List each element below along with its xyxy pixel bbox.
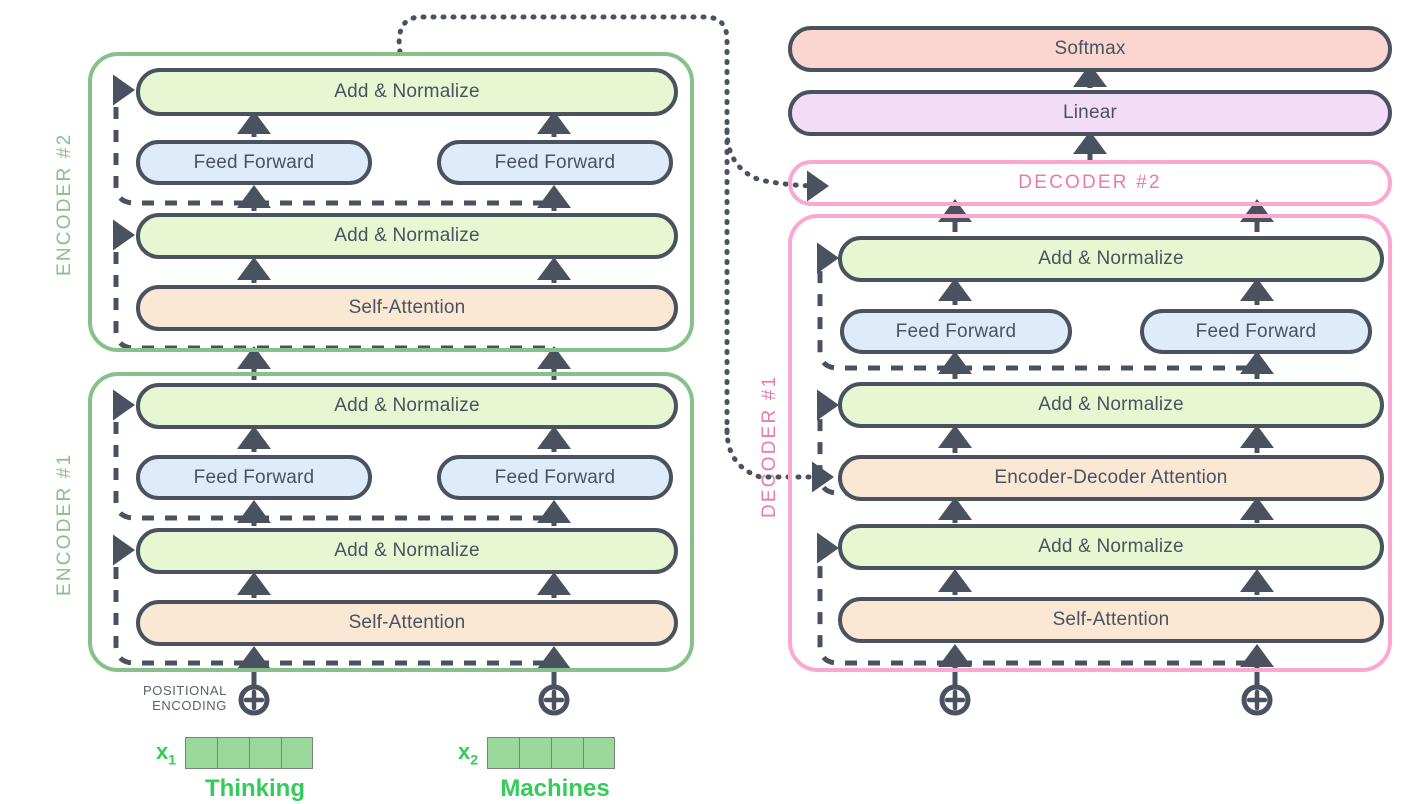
decoder-2-label: DECODER #2	[1018, 172, 1162, 193]
encoder1-feed-forward-left[interactable]: Feed Forward	[136, 455, 372, 500]
encoder-1-frame	[88, 372, 694, 672]
decoder1-add-normalize-mid[interactable]: Add & Normalize	[838, 382, 1384, 428]
encoder2-self-attention[interactable]: Self-Attention	[136, 285, 678, 331]
encoder2-add-normalize-bottom[interactable]: Add & Normalize	[136, 213, 678, 259]
embedding-cell	[519, 737, 552, 769]
encoder1-add-normalize-top[interactable]: Add & Normalize	[136, 383, 678, 429]
decoder1-self-attention[interactable]: Self-Attention	[838, 597, 1384, 643]
encoder2-feed-forward-right[interactable]: Feed Forward	[437, 140, 673, 185]
embedding-cell	[249, 737, 282, 769]
embedding-cell	[551, 737, 584, 769]
embedding-label-x1: x1	[156, 738, 177, 768]
decoder1-add-normalize-bottom[interactable]: Add & Normalize	[838, 524, 1384, 570]
encoder2-add-normalize-top[interactable]: Add & Normalize	[136, 68, 678, 116]
decoder1-add-normalize-top[interactable]: Add & Normalize	[838, 236, 1384, 282]
embedding-row-x1: x1	[156, 737, 314, 769]
encoder1-feed-forward-right[interactable]: Feed Forward	[437, 455, 673, 500]
input-word-thinking: Thinking	[205, 775, 305, 802]
decoder1-encoder-decoder-attention[interactable]: Encoder-Decoder Attention	[838, 455, 1384, 501]
encoder-1-label: ENCODER #1	[54, 452, 75, 596]
encoder1-self-attention[interactable]: Self-Attention	[136, 600, 678, 646]
embedding-cell	[217, 737, 250, 769]
positional-encoding-caption: POSITIONAL ENCODING	[142, 683, 227, 713]
encoder-2-label: ENCODER #2	[54, 132, 75, 276]
encoder2-feed-forward-left[interactable]: Feed Forward	[136, 140, 372, 185]
embedding-cell	[487, 737, 520, 769]
embedding-label-x2: x2	[458, 738, 479, 768]
decoder1-feed-forward-left[interactable]: Feed Forward	[840, 309, 1072, 354]
embedding-cells-x1	[185, 737, 314, 769]
embedding-row-x2: x2	[458, 737, 616, 769]
decoder-2-frame[interactable]: DECODER #2	[788, 160, 1392, 206]
decoder-1-frame	[788, 214, 1392, 672]
embedding-cell	[281, 737, 314, 769]
linear-block[interactable]: Linear	[788, 90, 1392, 136]
softmax-block[interactable]: Softmax	[788, 26, 1392, 72]
decoder-1-label: DECODER #1	[759, 374, 780, 518]
encoder1-add-normalize-bottom[interactable]: Add & Normalize	[136, 528, 678, 574]
embedding-cell	[583, 737, 616, 769]
input-word-machines: Machines	[500, 775, 610, 802]
embedding-cells-x2	[487, 737, 616, 769]
embedding-cell	[185, 737, 218, 769]
encoder-2-frame	[88, 52, 694, 352]
decoder1-feed-forward-right[interactable]: Feed Forward	[1140, 309, 1372, 354]
